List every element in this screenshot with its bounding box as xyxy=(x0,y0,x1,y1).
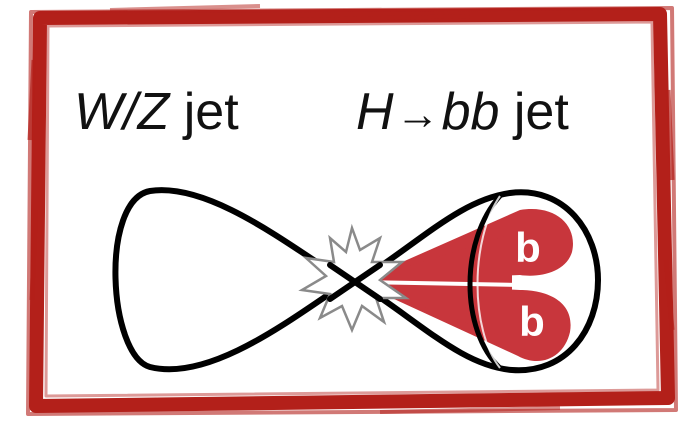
h-bb-jet-lobe xyxy=(354,189,601,374)
wz-jet-word: jet xyxy=(169,83,239,141)
wz-symbol: W/Z xyxy=(74,83,170,141)
wz-jet-lobe xyxy=(112,187,350,373)
wz-jet-title: W/Z jet xyxy=(74,80,239,144)
bb-symbol: bb xyxy=(441,83,500,141)
higgs-symbol: H xyxy=(356,83,394,141)
h-bb-jet-arc xyxy=(467,194,502,370)
vertex-lines xyxy=(327,262,383,302)
h-bb-jet-title: H→bb jet xyxy=(356,80,569,144)
frame-border xyxy=(26,4,678,416)
h-bb-jet-word: jet xyxy=(499,83,569,141)
h-bb-jet-arc-inner xyxy=(476,195,501,369)
right-arrow-icon: → xyxy=(395,90,440,139)
b-quark-label-bottom: b xyxy=(519,298,545,345)
b-quark-label-top: b xyxy=(515,224,541,271)
